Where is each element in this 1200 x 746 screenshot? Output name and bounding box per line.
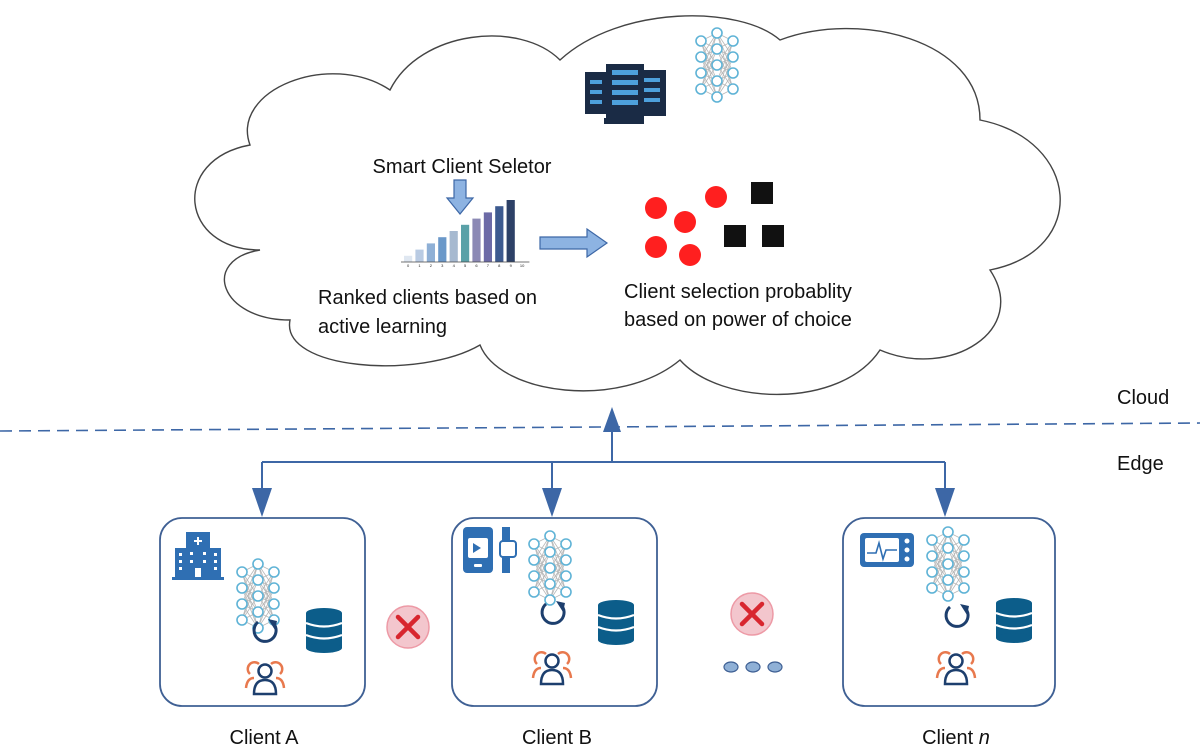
ranking-bar-1	[415, 249, 424, 262]
client-b-database-icon	[596, 598, 636, 647]
ranking-bar-chart: 0 1 2 3 4 5 6 7 8 9 10	[401, 200, 530, 268]
ranking-tick-8: 8	[498, 263, 501, 268]
client-n-label-suffix: n	[979, 727, 990, 746]
cloud-edge-boundary-line	[0, 422, 1200, 432]
ranking-bar-2	[426, 243, 435, 262]
ranking-tick-1: 1	[418, 263, 421, 268]
ranked-clients-label-line1: Ranked clients based on	[318, 287, 537, 309]
cloud-zone-label: Cloud	[1117, 387, 1169, 409]
client-rejected-x-icon-2	[731, 593, 773, 635]
ranking-bar-4	[449, 231, 458, 262]
selection-probability-label-line1: Client selection probablity	[624, 281, 852, 303]
medical-monitor-icon	[860, 533, 914, 567]
edge-zone-label: Edge	[1117, 453, 1164, 475]
down-arrow-client-a	[252, 488, 272, 517]
client-a-label: Client A	[230, 727, 300, 746]
ranking-tick-2: 2	[430, 263, 433, 268]
ranking-tick-7: 7	[487, 263, 490, 268]
ranking-bar-7	[483, 212, 492, 262]
ranking-tick-6: 6	[475, 263, 478, 268]
client-n-label: Client n	[922, 727, 990, 746]
hospital-building-icon	[172, 532, 224, 580]
server-rack-icon	[585, 64, 666, 124]
unselected-clients-black-squares	[724, 182, 784, 247]
ranking-bar-6	[472, 218, 481, 262]
client-a-box	[159, 517, 366, 707]
client-a-database-icon	[304, 606, 344, 655]
client-n-box	[842, 517, 1056, 707]
up-arrow-to-cloud	[603, 407, 621, 432]
ranking-bar-9	[506, 200, 515, 262]
ranking-bar-5	[461, 224, 470, 262]
ranking-tick-3: 3	[441, 263, 444, 268]
down-arrow-client-n	[935, 488, 955, 517]
down-arrow-client-b	[542, 488, 562, 517]
selected-clients-red-dots	[645, 186, 727, 266]
ranking-bar-8	[495, 206, 504, 262]
selection-probability-label-line2: based on power of choice	[624, 309, 852, 331]
right-arrow-icon	[539, 227, 609, 259]
client-n-label-prefix: Client	[922, 727, 979, 746]
ranking-tick-9: 9	[510, 263, 513, 268]
client-b-label: Client B	[522, 727, 592, 746]
ranking-tick-10: 10	[520, 263, 525, 268]
ranking-bar-3	[438, 237, 447, 262]
client-b-box	[451, 517, 658, 707]
smart-client-selector-label: Smart Client Seletor	[373, 156, 552, 178]
more-clients-ellipsis	[723, 661, 783, 673]
client-rejected-x-icon-1	[387, 606, 429, 648]
ranking-bar-0	[404, 255, 413, 262]
ranking-tick-0: 0	[407, 263, 410, 268]
ranked-clients-label-line2: active learning	[318, 316, 447, 338]
client-n-database-icon	[994, 596, 1034, 645]
wearable-device-icon	[463, 527, 517, 573]
ranking-tick-4: 4	[453, 263, 456, 268]
cloud-shape	[194, 15, 1061, 396]
ranking-tick-5: 5	[464, 263, 467, 268]
down-arrow-icon	[445, 179, 475, 215]
